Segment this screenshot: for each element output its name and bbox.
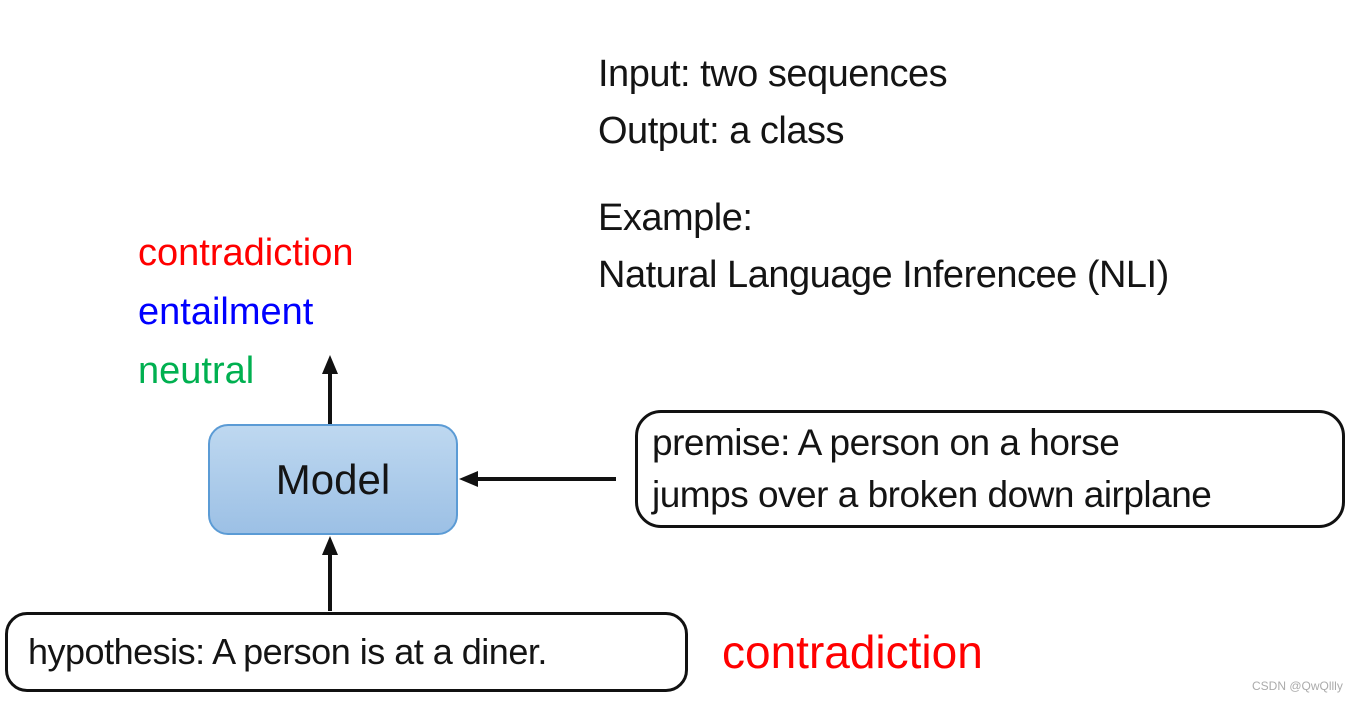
premise-text-line2: jumps over a broken down airplane	[652, 474, 1212, 515]
example-label: Example:	[598, 197, 753, 239]
arrow-left-premise-to-model-icon	[459, 471, 616, 487]
input-description-line: Input: two sequences	[598, 53, 948, 95]
hypothesis-text: hypothesis: A person is at a diner.	[28, 631, 547, 672]
model-node: Model	[208, 424, 458, 535]
class-label-neutral: neutral	[138, 350, 255, 392]
arrow-up-hypothesis-to-model-icon	[322, 536, 338, 611]
output-description-line: Output: a class	[598, 110, 844, 152]
class-label-contradiction: contradiction	[138, 232, 354, 274]
io-description: Input: two sequences Output: a class	[598, 46, 948, 160]
watermark: CSDN @QwQllly	[1252, 679, 1343, 693]
prediction-label: contradiction	[722, 626, 983, 678]
class-label-list: contradiction entailment neutral	[138, 224, 353, 401]
premise-box: premise: A person on a horse jumps over …	[635, 410, 1345, 528]
example-block: Example: Natural Language Inferencee (NL…	[598, 190, 1169, 304]
hypothesis-box: hypothesis: A person is at a diner.	[5, 612, 688, 692]
class-label-entailment: entailment	[138, 291, 314, 333]
premise-text-line1: premise: A person on a horse	[652, 422, 1120, 463]
example-task-name: Natural Language Inferencee (NLI)	[598, 254, 1169, 296]
model-label: Model	[275, 455, 391, 503]
